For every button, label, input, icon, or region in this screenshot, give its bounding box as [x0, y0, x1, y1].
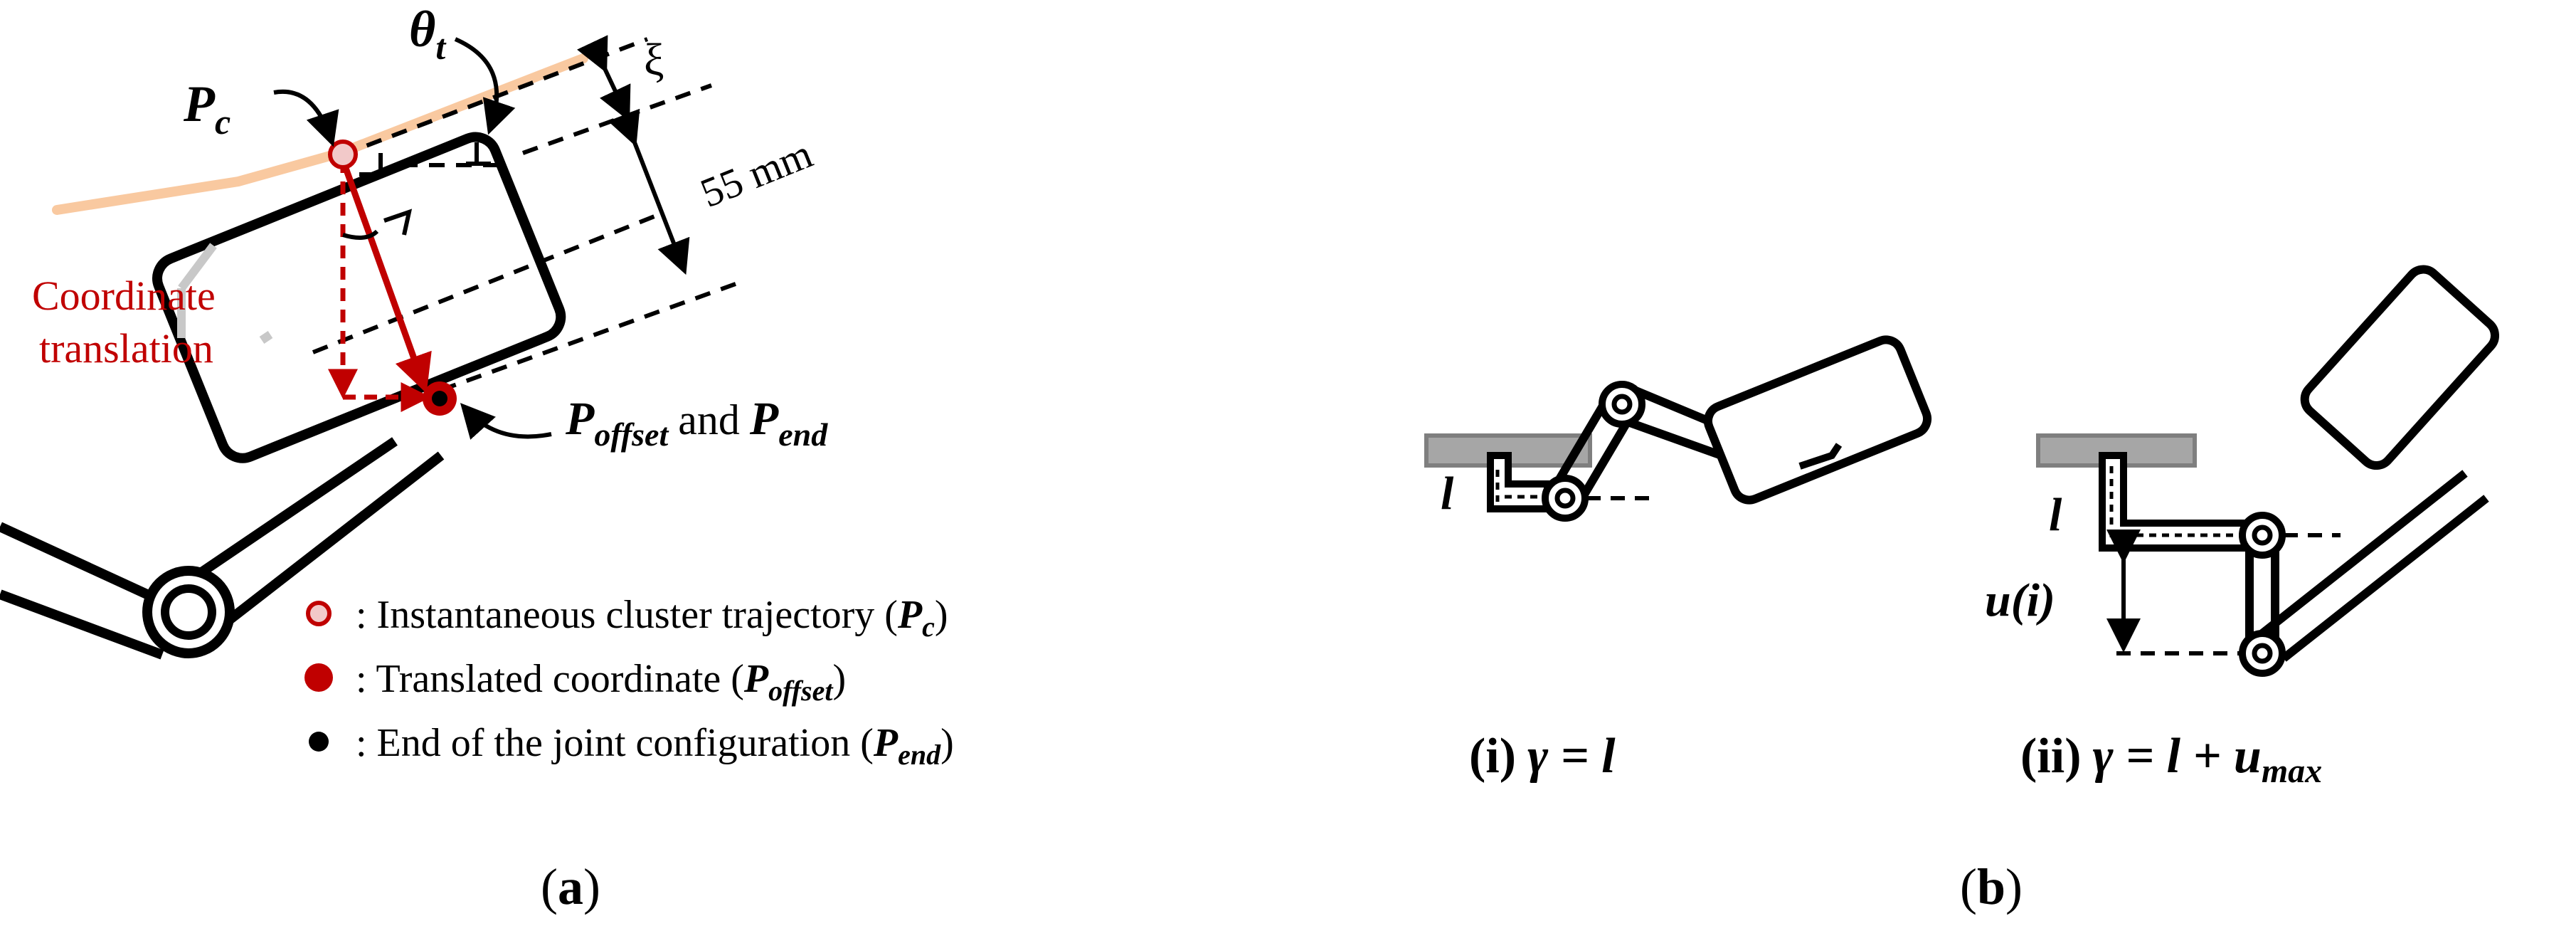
pc-pointer-arrow: [273, 89, 339, 147]
panel-a: Pc θt ξ 55 mm Coordinate translation Pof…: [0, 1, 954, 915]
foot-box-i: [1703, 335, 1932, 505]
xi-arrow: [576, 35, 631, 122]
theta-pointer-arrow: [454, 37, 516, 135]
pend-pointer-arrow: [460, 403, 552, 440]
svg-text:: End of the joint configurati: : End of the joint configuration (Pend): [356, 721, 954, 771]
theta-label: θt: [409, 1, 447, 67]
pc-label: Pc: [183, 75, 230, 142]
xi-label: ξ: [644, 34, 664, 85]
caption-b-ii: (ii)γ = l + umax: [2020, 729, 2322, 790]
angle-arc: [342, 229, 379, 240]
legend-item-pc: : Instantaneous cluster trajectory (Pc): [306, 593, 948, 643]
coordinate-translation-arrows: [328, 159, 432, 412]
upper-link: [1620, 384, 1724, 460]
l-label-i: l: [1441, 468, 1454, 520]
right-angle-marks: [359, 153, 413, 236]
legend-item-pend: : End of the joint configuration (Pend): [309, 721, 954, 771]
legend-item-poffset: : Translated coordinate (Poffset): [304, 657, 846, 707]
pc-point: [328, 139, 358, 169]
l-label-ii: l: [2049, 489, 2062, 541]
knee-joint: [142, 566, 235, 658]
dashed-axes: [312, 37, 745, 392]
legend: : Instantaneous cluster trajectory (Pc) …: [304, 593, 954, 771]
caption-a: (a): [541, 858, 600, 915]
shank-link: [171, 437, 445, 645]
pend-point: [432, 391, 447, 406]
foot-box-ii: [2300, 265, 2499, 470]
u-label: u(i): [1985, 574, 2055, 626]
cluster-trajectory: [52, 53, 588, 215]
svg-text:: Translated coordinate (Poffs: : Translated coordinate (Poffset): [356, 657, 846, 707]
caption-b: (b): [1960, 858, 2023, 915]
caption-b-i: (i)γ = l: [1469, 729, 1616, 784]
panel-b-ii: l u(i) (ii)γ = l + umax: [1985, 265, 2499, 790]
cluster-rectangle: [152, 132, 566, 463]
panel-b-i: l (i)γ = l: [1424, 335, 1932, 784]
diagonal-link: [2259, 470, 2489, 662]
coordinate-translation-label: Coordinate translation: [32, 273, 226, 372]
dimension-label: 55 mm: [694, 130, 819, 216]
dimension-arrow: [608, 108, 690, 275]
svg-text:: Instantaneous cluster trajec: : Instantaneous cluster trajectory (Pc): [356, 593, 948, 643]
gray-guide: [177, 243, 273, 344]
